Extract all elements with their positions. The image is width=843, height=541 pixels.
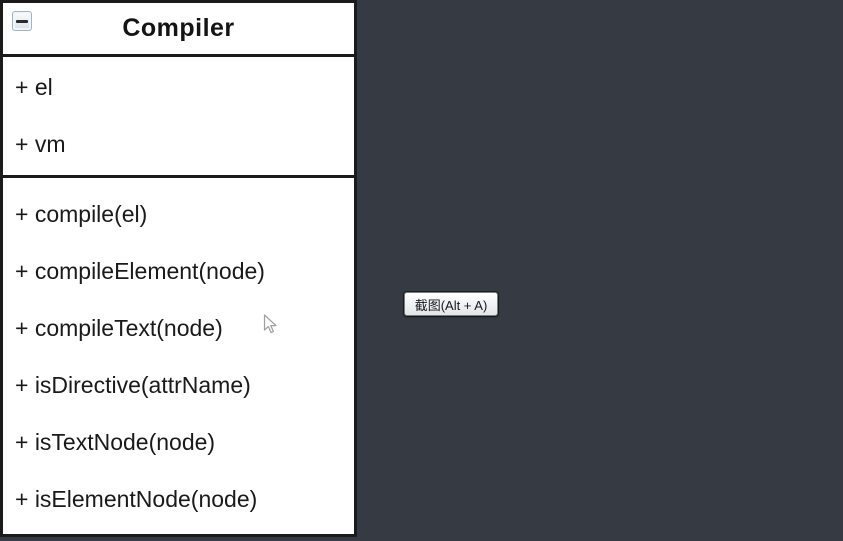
collapse-toggle-button[interactable] <box>12 11 32 31</box>
class-title: Compiler <box>122 14 235 42</box>
screenshot-tooltip: 截图(Alt + A) <box>404 292 498 316</box>
uml-methods-section: + compile(el) + compileElement(node) + c… <box>3 178 354 528</box>
uml-class-compiler[interactable]: Compiler + el + vm + compile(el) + compi… <box>0 0 357 537</box>
method-row: + isTextNode(node) <box>15 429 216 455</box>
uml-class-header: Compiler <box>3 3 354 57</box>
attribute-row: + el <box>15 74 53 100</box>
attribute-row: + vm <box>15 131 66 157</box>
method-row: + compileElement(node) <box>15 258 265 284</box>
method-row: + isElementNode(node) <box>15 486 258 512</box>
uml-attributes-section: + el + vm <box>3 57 354 178</box>
method-row: + compileText(node) <box>15 315 223 341</box>
screenshot-tooltip-label: 截图(Alt + A) <box>414 297 488 313</box>
minus-icon <box>16 19 28 23</box>
method-row: + compile(el) <box>15 201 148 227</box>
method-row: + isDirective(attrName) <box>15 372 251 398</box>
